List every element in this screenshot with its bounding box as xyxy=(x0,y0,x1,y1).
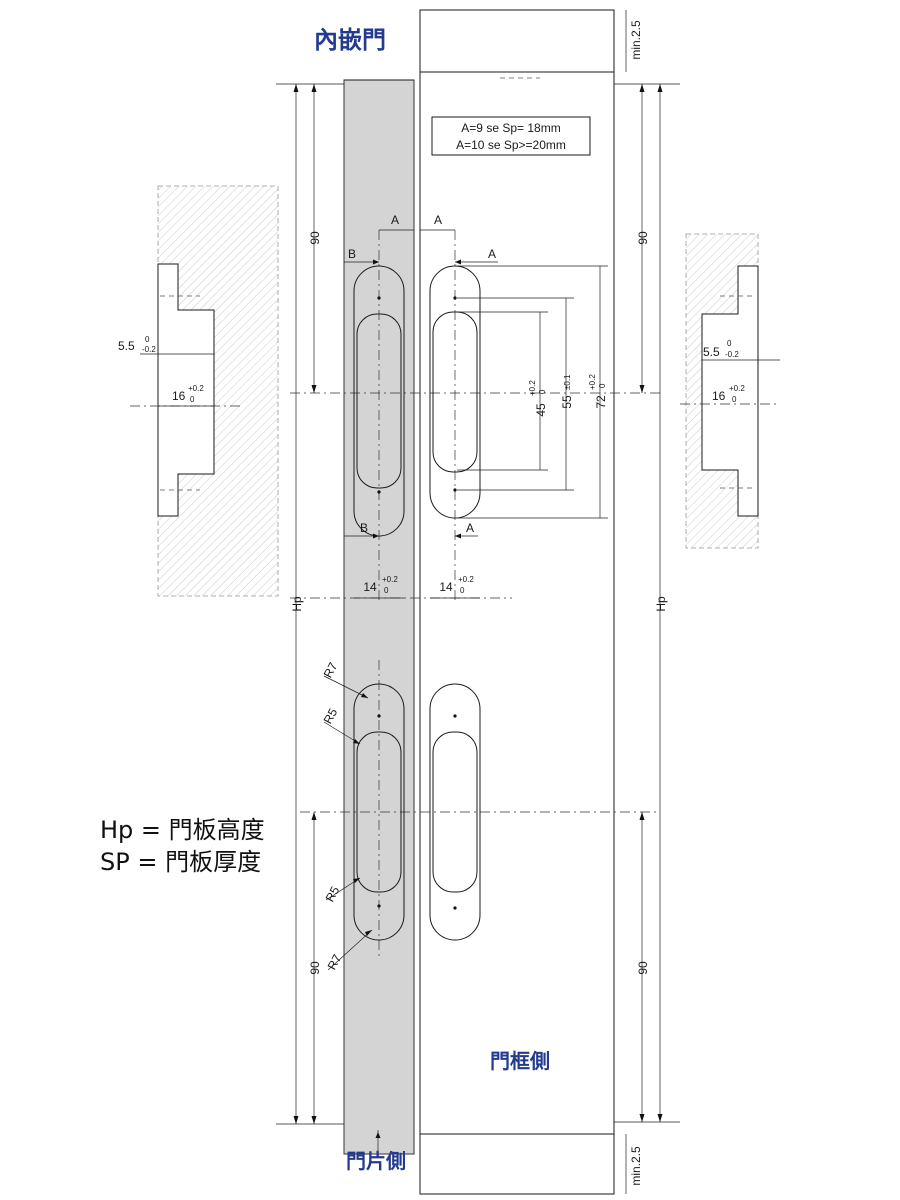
r7-top: R7 xyxy=(321,660,341,680)
door-side-label: 門片側 xyxy=(346,1149,406,1173)
door-leaf xyxy=(343,79,415,1155)
dim-14-left: 14 xyxy=(363,580,377,594)
right-dims: Hp 90 90 min.2.5 min.2.5 xyxy=(625,10,668,1194)
dim-5-5-right-tol-up: 0 xyxy=(727,339,732,348)
frame-hinge-top xyxy=(429,230,481,600)
hp-right: Hp xyxy=(654,596,668,612)
dim-45-tol-lo: 0 xyxy=(538,389,547,394)
dim-14-left-tol-up: +0.2 xyxy=(382,575,398,584)
note-box: A=9 se Sp= 18mm A=10 se Sp>=20mm xyxy=(431,116,591,156)
dim-16-right-tol-lo: 0 xyxy=(732,395,737,404)
legend-sp: SP = 門板厚度 xyxy=(100,848,261,876)
ninety-left-bottom: 90 xyxy=(308,961,322,975)
a-label-4: A xyxy=(466,521,474,535)
dim-16-right: 16 xyxy=(712,389,726,403)
dim-16-left-tol-up: +0.2 xyxy=(188,384,204,393)
a-label-3: A xyxy=(488,247,496,261)
dim-72-tol-lo: 0 xyxy=(598,383,607,388)
dim-45: 45 xyxy=(534,403,548,417)
r7-bottom: R7 xyxy=(325,952,345,972)
dim-16-left-tol-lo: 0 xyxy=(190,395,195,404)
a-b-markers: A A B A B A xyxy=(344,213,498,539)
a-label-2: A xyxy=(434,213,442,227)
dim-14-right: 14 xyxy=(439,580,453,594)
radius-leaders: R7 R5 R5 R7 xyxy=(321,660,373,972)
min-top: min.2.5 xyxy=(629,20,643,60)
dim-5-5-left-tol-lo: -0.2 xyxy=(142,345,156,354)
legend-hp: Hp = 門板高度 xyxy=(100,816,265,844)
r5-bottom: R5 xyxy=(323,884,343,904)
dim-14-left-tol-lo: 0 xyxy=(384,586,389,595)
vertical-dims-right: 45 +0.2 0 55 ±0.1 72 +0.2 0 xyxy=(457,265,608,519)
width-dims: 14 +0.2 0 14 +0.2 0 xyxy=(354,575,480,599)
dim-14-right-tol-lo: 0 xyxy=(460,586,465,595)
ninety-left-top: 90 xyxy=(308,231,322,245)
a-label-1: A xyxy=(391,213,399,227)
b-label-2: B xyxy=(360,521,368,535)
title-label: 內嵌門 xyxy=(314,26,386,54)
dim-55: 55 xyxy=(560,395,574,409)
dim-5-5-left-tol-up: 0 xyxy=(145,335,150,344)
note-line-1: A=9 se Sp= 18mm xyxy=(461,121,560,135)
b-label-1: B xyxy=(348,247,356,261)
dim-5-5-left: 5.5 xyxy=(118,339,135,353)
min-bottom: min.2.5 xyxy=(629,1146,643,1186)
left-section-detail: 5.5 0 -0.2 16 +0.2 0 xyxy=(118,185,279,597)
frame-side-label: 門框側 xyxy=(490,1049,550,1073)
dim-55-tol: ±0.1 xyxy=(563,374,572,390)
dim-16-right-tol-up: +0.2 xyxy=(729,384,745,393)
frame-strip xyxy=(419,9,680,1195)
hp-left: Hp xyxy=(290,596,304,612)
dim-5-5-right-tol-lo: -0.2 xyxy=(725,350,739,359)
right-section-detail: 5.5 0 -0.2 16 +0.2 0 xyxy=(680,233,780,549)
dim-5-5-right: 5.5 xyxy=(703,345,720,359)
door-hinge-bottom xyxy=(353,660,405,960)
dim-72-tol-up: +0.2 xyxy=(588,374,597,390)
dim-45-tol-up: +0.2 xyxy=(528,380,537,396)
dim-16-left: 16 xyxy=(172,389,186,403)
dim-14-right-tol-up: +0.2 xyxy=(458,575,474,584)
r5-top: R5 xyxy=(321,706,341,726)
dim-72: 72 xyxy=(594,395,608,409)
ninety-right-top: 90 xyxy=(636,231,650,245)
note-line-2: A=10 se Sp>=20mm xyxy=(456,138,566,152)
ninety-right-bottom: 90 xyxy=(636,961,650,975)
left-dims: Hp 90 90 xyxy=(276,83,344,1125)
frame-hinge-bottom xyxy=(429,683,481,941)
